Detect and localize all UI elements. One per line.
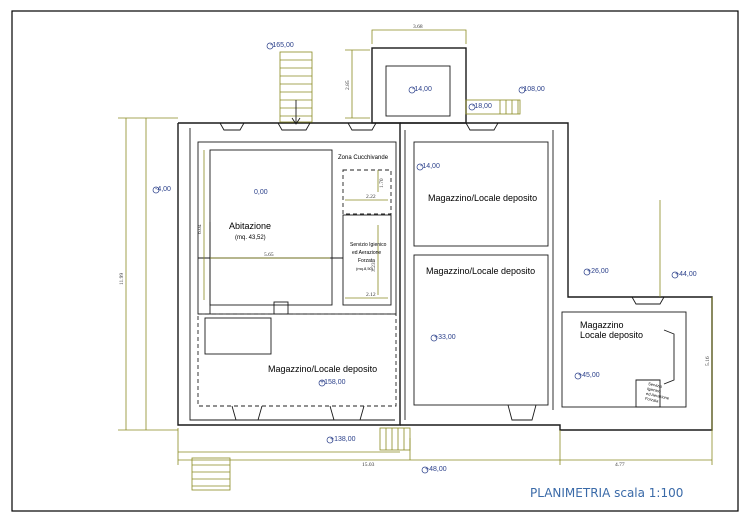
level-abitazione: 0,00	[254, 189, 268, 196]
building-walls	[177, 122, 713, 431]
servizio-small-1: Servizio	[648, 381, 664, 389]
dim-tower-width: 3.68	[413, 24, 423, 30]
servizio-label-3: Forzata	[358, 258, 375, 264]
dim-total-width: 15.03	[362, 462, 375, 468]
dim-abitazione-height: 6.04	[197, 224, 203, 234]
level-right-stair: -108,00	[521, 86, 545, 93]
level-front: +138,00	[330, 436, 356, 443]
annex-servizio-labels: Servizio Igienico ed Aerazione Forzata	[645, 381, 671, 404]
servizio-small-2: Igienico	[647, 386, 662, 394]
abitazione-area: (mq. 43,52)	[235, 235, 266, 241]
servizio-small-3: ed Aerazione	[646, 391, 671, 401]
dim-cucina-height: 1.70	[379, 178, 385, 188]
zona-cucina-label: Zona Cucchivande	[338, 155, 389, 161]
level-markers	[152, 42, 679, 474]
level-annex: +45,00	[578, 372, 600, 379]
magazzino-bottom-left-label: Magazzino/Locale deposito	[268, 364, 377, 374]
servizio-label-2: ed Aerazione	[352, 250, 381, 256]
level-landing: -18,00	[472, 103, 492, 110]
level-magazzino: +158,00	[320, 379, 346, 386]
level-annex-right: +44,00	[675, 271, 697, 278]
dimension-lines	[118, 117, 713, 465]
level-mid-right: +33,00	[434, 334, 456, 341]
level-bottom: +48,00	[425, 466, 447, 473]
plan-title: PLANIMETRIA scala 1:100	[530, 486, 683, 500]
servizio-label-1: Servizio Igienico	[350, 242, 387, 248]
magazzino-annex-label-2: Locale deposito	[580, 330, 643, 340]
dim-annex-width: 4.77	[615, 462, 625, 468]
level-annex-top: +26,00	[587, 268, 609, 275]
dim-servizio-width: 2.12	[366, 292, 376, 298]
stairs	[191, 51, 521, 491]
servizio-area: (mq.8,50)	[356, 266, 374, 271]
level-left-wall: -4,00	[155, 186, 171, 193]
tower	[345, 29, 467, 124]
servizio-small-4: Forzata	[645, 396, 660, 404]
dim-abitazione-width: 5.65	[264, 252, 274, 258]
magazzino-mid-right-label: Magazzino/Locale deposito	[426, 266, 535, 276]
dim-total-height: 11.99	[119, 273, 125, 285]
magazzino-annex-label-1: Magazzino	[580, 320, 624, 330]
level-stair-top: -165,00	[270, 42, 294, 49]
dim-tower-height: 2.85	[345, 80, 351, 90]
drawing-frame	[11, 10, 739, 512]
level-tower: -14,00	[412, 86, 432, 93]
magazzino-top-right-label: Magazzino/Locale deposito	[428, 193, 537, 203]
dim-annex-height: 5.16	[705, 356, 711, 366]
dim-servizio-height: 3.23	[371, 262, 377, 272]
level-top-right: -14,00	[420, 163, 440, 170]
abitazione-label: Abitazione	[229, 221, 271, 231]
dim-cucina-width: 2.22	[366, 194, 376, 200]
